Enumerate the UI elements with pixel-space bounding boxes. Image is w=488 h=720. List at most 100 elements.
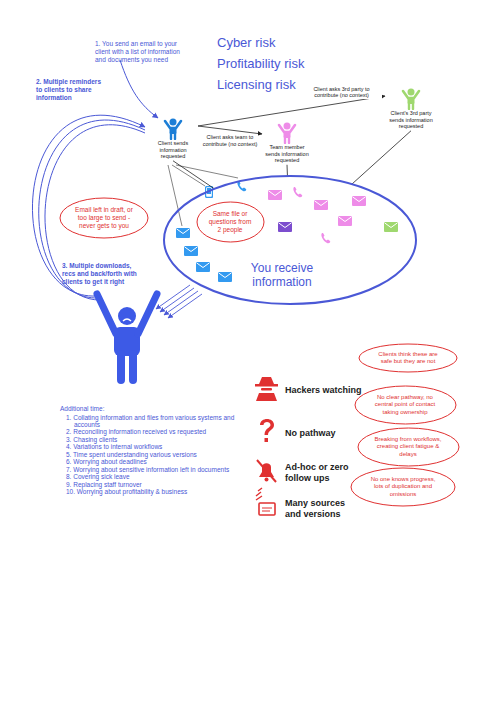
person-legs <box>171 133 175 139</box>
connector <box>352 131 411 184</box>
callout-bubble: Breaking from workflows, creating client… <box>357 427 460 467</box>
hacker-icon <box>255 377 278 401</box>
node-text: Breaking from workflows, creating client… <box>373 436 443 458</box>
edge-label: Client asks team to contribute (no conte… <box>202 134 258 147</box>
call-icon <box>237 181 246 191</box>
node-text: No clear pathway, no central point of co… <box>370 394 440 416</box>
connector <box>173 161 214 189</box>
note-text: Profitability risk <box>217 56 327 72</box>
connector <box>287 165 288 176</box>
node-text: Same file or questions from 2 people <box>208 210 252 233</box>
person-head <box>408 89 415 96</box>
envelope-icon <box>352 196 366 206</box>
person-arms <box>403 91 419 98</box>
bell-slash <box>257 460 276 482</box>
callout-bubble: Same file or questions from 2 people <box>196 201 265 243</box>
list-item: 1. Collating information and files from … <box>66 414 258 428</box>
person-icon <box>262 122 312 144</box>
download-line <box>160 288 194 312</box>
question-icon <box>260 419 274 442</box>
document-lines <box>262 508 272 511</box>
node-text: No one knows progress, lots of duplicati… <box>367 476 439 498</box>
callout-bubble: Email left in draft, or too large to sen… <box>59 197 149 239</box>
download-line <box>168 294 202 318</box>
list-item: 9. Replacing staff turnover <box>66 481 258 488</box>
node-text: Client sends information requested <box>148 140 198 160</box>
callout-bubble: No clear pathway, no central point of co… <box>354 385 457 425</box>
figure-arms <box>97 294 157 334</box>
note-text: Cyber risk <box>217 35 327 51</box>
envelope-icon <box>218 272 232 282</box>
bubble-ellipse <box>355 386 456 424</box>
edge-label: Client asks 3rd party to contribute (no … <box>302 86 382 99</box>
person-head <box>170 119 177 126</box>
source-strokes <box>256 488 262 500</box>
region-ellipse <box>164 176 416 304</box>
person-arms <box>279 125 295 132</box>
hacker-body <box>256 393 277 401</box>
bubble-ellipse <box>359 344 457 372</box>
bubble-ellipse <box>60 198 148 238</box>
hacker-hat <box>259 377 274 384</box>
figure-legs <box>121 354 133 380</box>
bubble-ellipse <box>358 428 459 466</box>
list-item: 8. Covering sick leave <box>66 473 258 480</box>
connectors <box>173 96 411 189</box>
risk-icons <box>255 377 278 515</box>
list-item: 10. Worrying about profitability & busin… <box>66 488 258 495</box>
node-text: Team member sends information requested <box>262 144 312 164</box>
download-line <box>156 285 190 309</box>
download-lines <box>156 285 202 318</box>
reminder-arc <box>39 120 145 298</box>
list-item: 5. Time spent understanding various vers… <box>66 451 258 458</box>
step-pointer <box>120 60 158 118</box>
list-item: 7. Worrying about sensitive information … <box>66 466 258 473</box>
figure-head <box>118 307 136 325</box>
person-icon <box>148 118 198 140</box>
envelope-icon <box>338 216 352 226</box>
person-node: Client's 3rd party sends information req… <box>385 88 437 130</box>
muted-bell-icon <box>257 460 276 482</box>
list-item: 2. Reconciling information received vs r… <box>66 428 258 435</box>
envelope-icon <box>176 228 190 238</box>
bell-clapper <box>265 478 269 482</box>
person-node: Client sends information requested <box>148 118 198 160</box>
person-icon <box>385 88 437 110</box>
note-text: No pathway <box>285 428 365 439</box>
person-arms <box>165 121 181 128</box>
person-head <box>284 123 291 130</box>
call-icon <box>293 187 302 197</box>
hacker-glasses <box>261 388 272 391</box>
list-item: 4. Variations to internal workflows <box>66 443 258 450</box>
versions-icon <box>256 488 275 515</box>
envelope-icon <box>384 222 398 232</box>
reminder-arcs <box>32 60 158 300</box>
fan-line <box>168 165 182 226</box>
list-item: 3. Chasing clients <box>66 436 258 443</box>
fan-line <box>172 165 205 186</box>
bubble-ellipse <box>351 468 455 506</box>
envelope-icon <box>184 246 198 256</box>
document-stack <box>259 503 275 515</box>
node-text: Client's 3rd party sends information req… <box>385 110 437 130</box>
note-text: Additional time: <box>60 405 250 413</box>
envelope-icon <box>268 190 282 200</box>
envelope-icon <box>314 200 328 210</box>
node-text: You receive information <box>242 261 322 290</box>
fan-line <box>176 165 238 178</box>
note-text: 3. Multiple downloads, recs and back/for… <box>62 262 144 285</box>
receive-region: Same file or questions from 2 peopleYou … <box>163 175 417 305</box>
person-legs <box>285 137 289 143</box>
person-legs <box>409 103 413 109</box>
note-text: 1. You send an email to your client with… <box>95 40 180 63</box>
note-text: Hackers watching <box>285 385 380 396</box>
you-figure <box>97 294 157 380</box>
download-line <box>164 291 198 315</box>
note-text: Many sources and versions <box>285 498 350 520</box>
list-item: 6. Worrying about deadlines <box>66 458 258 465</box>
node-text: Email left in draft, or too large to sen… <box>74 206 134 229</box>
reminder-arc <box>45 125 145 300</box>
hacker-brim <box>255 384 278 387</box>
